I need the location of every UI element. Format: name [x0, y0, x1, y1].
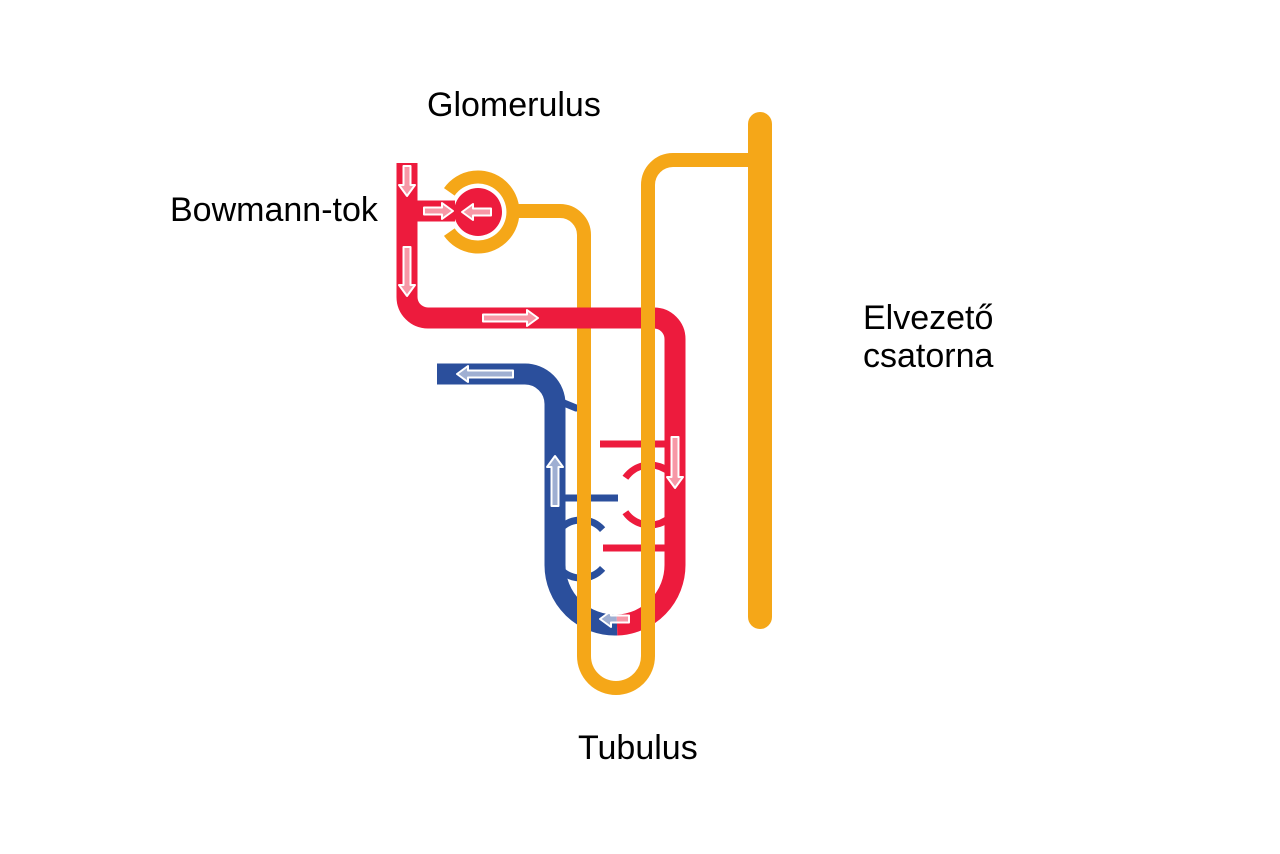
arterial-vessel — [396, 163, 686, 636]
tubule-proximal — [443, 170, 591, 540]
arrow-down-afferent-top — [398, 165, 416, 197]
label-collecting-duct: Elvezető csatorna — [863, 299, 993, 375]
label-glomerulus: Glomerulus — [427, 86, 601, 124]
label-collecting-duct-line2: csatorna — [863, 337, 994, 375]
arrow-up-vein-ascending — [546, 455, 564, 507]
capillary-network — [548, 397, 684, 582]
label-tubule: Tubulus — [578, 729, 698, 767]
tubule-descending-limb — [514, 204, 591, 540]
arrow-right-into-glomerulus — [423, 202, 454, 220]
arrow-left-in-glomerulus — [461, 203, 492, 221]
arrow-down-efferent — [398, 246, 416, 297]
tubule-loop-and-ascending-limb — [577, 153, 750, 695]
bowman-capsule-arc — [443, 170, 520, 254]
arrow-left-vessel-loop-bottom — [599, 610, 630, 628]
arrow-right-artery-horizontal — [482, 309, 539, 327]
label-collecting-duct-line1: Elvezető — [863, 299, 994, 337]
flow-arrows — [398, 165, 684, 628]
arrow-down-artery-descending — [666, 436, 684, 489]
label-bowman-capsule: Bowmann-tok — [170, 191, 378, 229]
blood-vessels — [396, 163, 686, 636]
arrow-left-vein-horizontal — [456, 365, 514, 383]
